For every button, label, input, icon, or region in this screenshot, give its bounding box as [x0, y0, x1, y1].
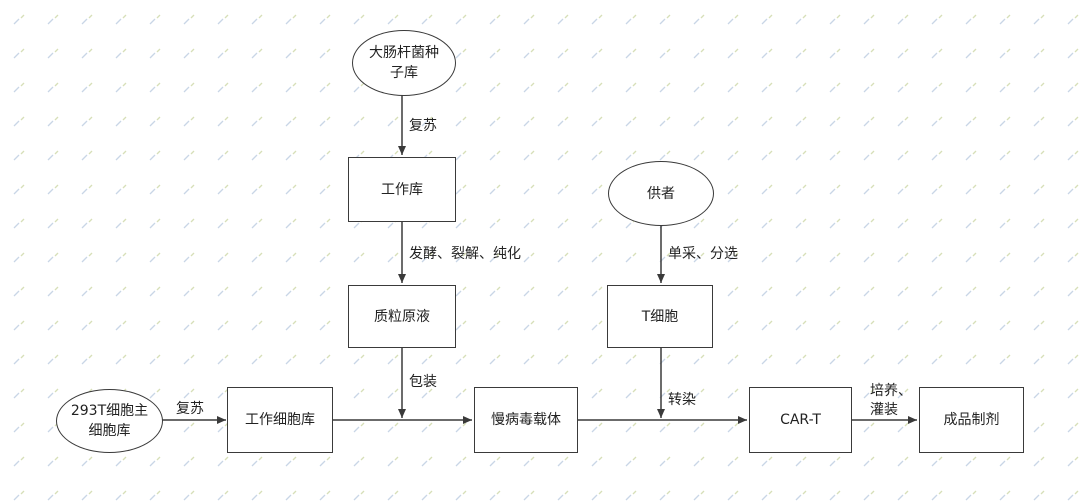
edge-label-revive-2: 复苏 [176, 401, 204, 417]
node-working-cell-bank-label: 工作细胞库 [245, 412, 315, 428]
node-t-cell-label: T细胞 [641, 308, 679, 325]
node-plasmid-stock-label: 质粒原液 [374, 308, 430, 325]
edge-label-apheresis: 单采、分选 [668, 246, 738, 262]
edge-label-culture-line1: 培养、 [870, 383, 912, 399]
node-plasmid-stock: 质粒原液 [348, 285, 456, 348]
node-ecoli-seed-bank-label: 大肠杆菌种子库 [369, 45, 439, 81]
node-car-t: CAR-T [749, 387, 852, 453]
edge-label-ferment: 发酵、裂解、纯化 [409, 246, 521, 262]
node-working-bank: 工作库 [348, 157, 456, 222]
node-t-cell: T细胞 [607, 285, 713, 348]
node-final-product-label: 成品制剂 [943, 412, 1000, 428]
node-car-t-label: CAR-T [780, 412, 821, 428]
node-donor: 供者 [608, 161, 714, 226]
edge-label-transfect: 转染 [668, 392, 696, 408]
edge-label-revive-1: 复苏 [409, 118, 437, 134]
edge-label-package: 包装 [409, 374, 437, 390]
node-working-cell-bank: 工作细胞库 [227, 387, 333, 453]
node-donor-label: 供者 [647, 185, 675, 202]
node-293t-master-bank-label: 293T细胞主细胞库 [70, 403, 149, 439]
node-293t-master-bank: 293T细胞主细胞库 [56, 389, 163, 453]
node-lentiviral-vector-label: 慢病毒载体 [491, 412, 561, 428]
node-lentiviral-vector: 慢病毒载体 [474, 387, 578, 453]
node-ecoli-seed-bank: 大肠杆菌种子库 [352, 30, 456, 96]
node-working-bank-label: 工作库 [381, 181, 423, 198]
node-final-product: 成品制剂 [919, 387, 1024, 453]
edge-label-culture-line2: 灌装 [870, 402, 898, 418]
